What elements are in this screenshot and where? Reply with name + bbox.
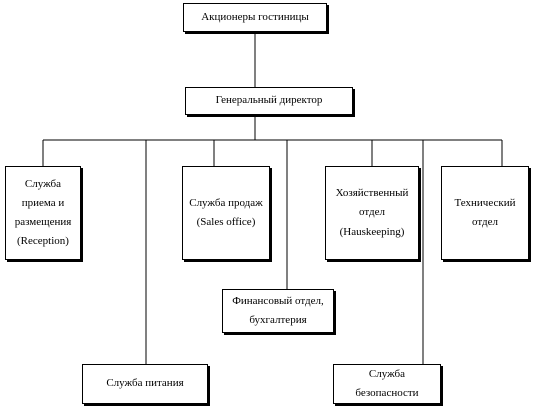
node-catering: Служба питания xyxy=(82,364,208,404)
node-general-director: Генеральный директор xyxy=(185,87,353,115)
node-finance: Финансовый отдел, бухгалтерия xyxy=(222,289,334,333)
node-housekeeping: Хозяйственный отдел (Hauskeeping) xyxy=(325,166,419,260)
node-shareholders: Акционеры гостиницы xyxy=(183,3,327,32)
node-sales: Служба продаж (Sales office) xyxy=(182,166,270,260)
node-security: Служба безопасности xyxy=(333,364,441,404)
node-technical: Технический отдел xyxy=(441,166,529,260)
node-reception: Служба приема и размещения (Reception) xyxy=(5,166,81,260)
